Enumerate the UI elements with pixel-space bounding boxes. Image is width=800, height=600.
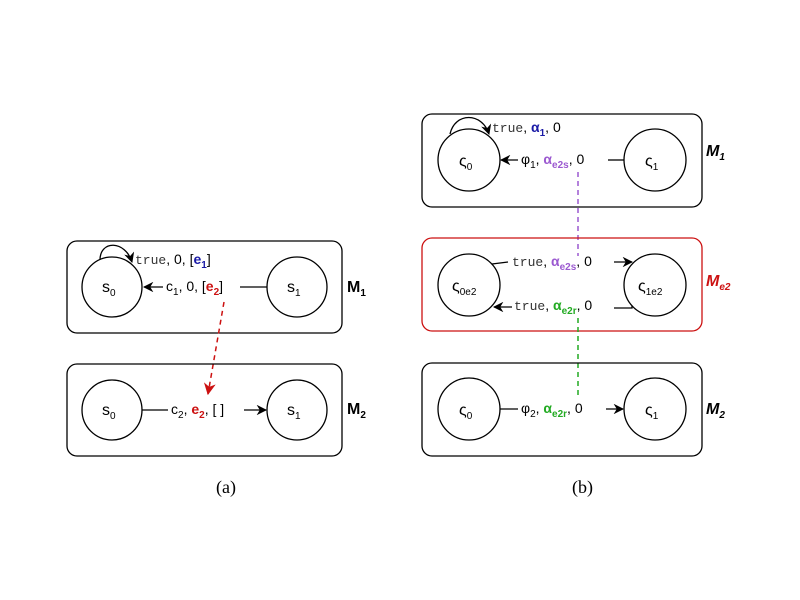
- panel-b-me2-edge-bottom-tail: [614, 306, 633, 309]
- panel-a-m2-state-s0: [81, 379, 143, 441]
- panel-b-me2-edge-top-label: true, αe2s, 0: [512, 253, 592, 273]
- panel-b: M1 ς0 ς1 true, α1, 0 φ1, αe2s, 0 Me2 ς0e…: [421, 113, 731, 498]
- panel-b-m1-state-s1-label: ς1: [645, 153, 659, 173]
- panel-a: M1 s0 s1 true, 0, [e1] c1, 0, [e2] M2 s0…: [66, 240, 366, 498]
- panel-b-m2-state-s0-label: ς0: [459, 402, 473, 422]
- panel-a-m2-box: [66, 363, 343, 457]
- panel-b-me2-label: Me2: [706, 273, 731, 293]
- panel-b-m1-box: [421, 113, 703, 208]
- panel-b-m1-state-s1: [623, 128, 687, 192]
- panel-b-m1-state-s0: [437, 128, 501, 192]
- panel-b-m1-edge-label: φ1, αe2s, 0: [521, 151, 584, 171]
- panel-b-me2-state-s1: [623, 253, 687, 317]
- panel-a-caption: (a): [216, 477, 236, 498]
- panel-a-m1-self-loop-label: true, 0, [e1]: [135, 251, 211, 271]
- panel-b-m1-self-loop-arrow: [449, 117, 492, 135]
- panel-a-m1-label: M1: [347, 279, 366, 299]
- panel-a-m2-label: M2: [347, 401, 366, 421]
- panel-a-m2-state-s1: [266, 379, 328, 441]
- panel-b-m1-self-loop-label: true, α1, 0: [492, 119, 561, 139]
- panel-b-m2-state-s0: [437, 377, 501, 441]
- panel-b-m2-edge-label: φ2, αe2r, 0: [521, 400, 583, 420]
- panel-a-m1-state-s1: [266, 256, 328, 318]
- panel-a-m1-state-s0-label: s0: [102, 279, 116, 299]
- panel-a-m1-edge-label: c1, 0, [e2]: [166, 278, 223, 298]
- panel-a-m1-state-s0: [81, 256, 143, 318]
- panel-b-m2-state-s1: [623, 377, 687, 441]
- panel-b-m1-label: M1: [706, 143, 725, 163]
- panel-a-event-link-arrow: [203, 301, 225, 396]
- panel-b-m2-box: [421, 362, 703, 457]
- panel-b-m2-state-s1-label: ς1: [645, 402, 659, 422]
- panel-b-me2-edge-bottom-label: true, αe2r, 0: [514, 297, 592, 317]
- panel-a-m1-box: [66, 240, 343, 334]
- panel-b-me2-state-s0: [437, 253, 501, 317]
- panel-b-me2-state-s1-label: ς1e2: [638, 278, 663, 298]
- panel-b-caption: (b): [572, 477, 593, 498]
- panel-a-m2-edge-label: c2, e2, [ ]: [171, 401, 224, 421]
- panel-a-m2-state-s1-label: s1: [287, 402, 301, 422]
- panel-b-me2-state-s0-label: ς0e2: [452, 278, 477, 298]
- panel-b-m2-label: M2: [706, 401, 725, 421]
- panel-b-m1-state-s0-label: ς0: [459, 153, 473, 173]
- panel-a-m1-self-loop-arrow: [99, 244, 135, 263]
- panel-b-me2-box: [421, 237, 703, 332]
- panel-a-m1-state-s1-label: s1: [287, 279, 301, 299]
- panel-a-m2-state-s0-label: s0: [102, 402, 116, 422]
- panel-b-me2-edge-top-tail: [491, 261, 509, 265]
